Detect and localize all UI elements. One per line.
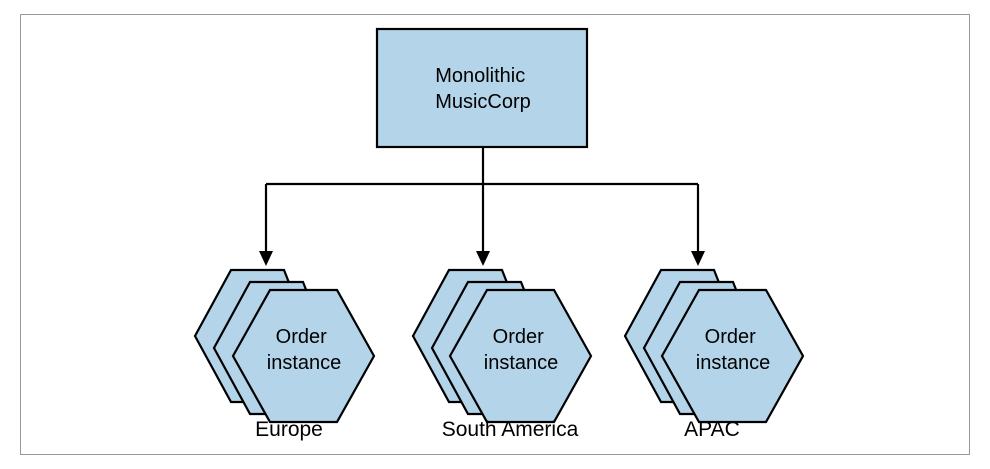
order-instance-hex-south-america-front [448, 288, 593, 424]
arrowhead-south-america [476, 251, 490, 266]
monolith-node: Monolithic MusicCorp [375, 27, 589, 149]
order-instance-label-south-america-line-2: instance [484, 352, 559, 374]
region-group-apac: Order instance APAC [623, 268, 805, 441]
order-instance-hex-europe-front [231, 288, 376, 424]
connector-lines [259, 147, 705, 266]
arrowhead-europe [259, 251, 273, 266]
order-instance-hex-apac-front [660, 288, 805, 424]
region-label-south-america: South America [442, 418, 579, 441]
region-group-south-america: Order instance South America [411, 268, 593, 441]
monolith-label-line-1: Monolithic [435, 65, 525, 87]
order-instance-label-south-america-line-1: Order [493, 326, 544, 348]
region-group-europe: Order instance Europe [193, 268, 376, 441]
order-instance-label-south-america: Order instance [484, 326, 559, 374]
order-instance-label-apac-line-1: Order [705, 326, 756, 348]
order-instance-label-apac: Order instance [696, 326, 771, 374]
order-instance-label-europe-line-1: Order [276, 326, 327, 348]
order-instance-label-apac-line-2: instance [696, 352, 771, 374]
order-instance-label-europe: Order instance [267, 326, 342, 374]
region-label-apac: APAC [684, 418, 740, 441]
monolith-label-line-2: MusicCorp [435, 91, 531, 113]
region-label-europe: Europe [255, 418, 323, 441]
diagram-frame [20, 14, 970, 455]
monolith-box [375, 27, 589, 149]
arrowhead-apac [691, 251, 705, 266]
order-instance-label-europe-line-2: instance [267, 352, 342, 374]
monolith-label: Monolithic MusicCorp [435, 65, 531, 113]
